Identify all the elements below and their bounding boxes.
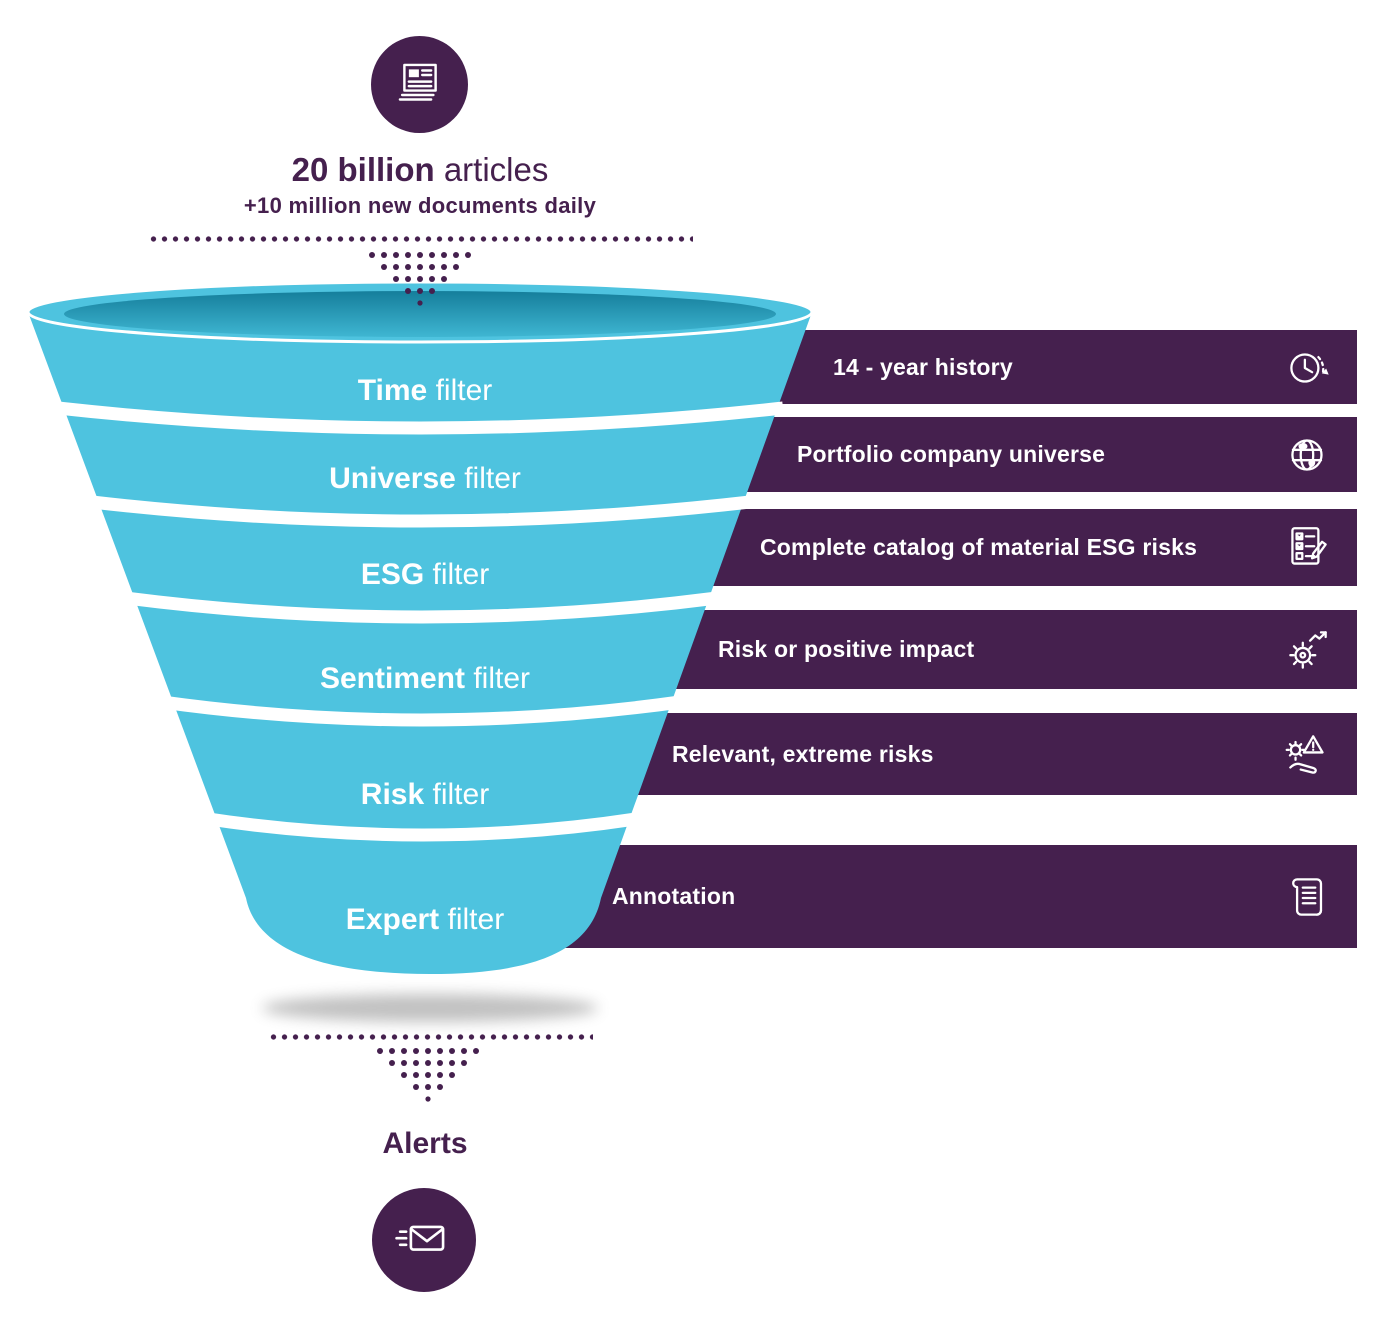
alerts-badge: [372, 1188, 476, 1292]
globe-icon: [1291, 438, 1323, 471]
funnel-stage-time: Time filter: [358, 372, 493, 410]
source-subtitle: +10 million new documents daily: [243, 193, 597, 218]
stage-label-bold: Time: [357, 374, 428, 407]
result-label: Complete catalog of material ESG risks: [760, 534, 1198, 560]
stage-label-rest: filter: [424, 558, 490, 591]
articles-badge: [371, 36, 468, 133]
checklist-pencil-icon: [1291, 526, 1327, 565]
stage-label-bold: Sentiment: [319, 662, 466, 695]
result-label: Relevant, extreme risks: [672, 740, 934, 767]
stage-label-bold: Expert: [345, 903, 440, 936]
stage-label-rest: filter: [465, 662, 531, 695]
source-title: 20 billion articles: [292, 152, 549, 188]
result-label: Risk or positive impact: [718, 636, 975, 662]
source-title-bold: 20 billion: [291, 151, 435, 188]
stage-label-bold: Risk: [360, 778, 425, 811]
dotted-divider-bottom: [268, 1034, 593, 1040]
risk-hand-icon: [1285, 735, 1324, 774]
funnel-stage-universe: Universe filter: [329, 460, 521, 498]
history-clock-icon: [1290, 353, 1329, 383]
funnel-stage-esg: ESG filter: [361, 556, 489, 594]
email-icon: [395, 1225, 445, 1251]
funnel-stage-sentiment: Sentiment filter: [320, 660, 530, 698]
gear-growth-icon: [1289, 630, 1327, 669]
stage-label-rest: filter: [424, 778, 490, 811]
result-bar-time: 14 - year history: [430, 330, 1357, 404]
result-label: Portfolio company universe: [797, 441, 1106, 467]
funnel-stage-expert: Expert filter: [346, 901, 504, 939]
stage-label-rest: filter: [455, 462, 521, 495]
articles-icon: [398, 63, 437, 101]
result-bar-universe: Portfolio company universe: [430, 417, 1357, 492]
result-label: 14 - year history: [833, 353, 1013, 380]
result-bar-risk: Relevant, extreme risks: [420, 713, 1357, 795]
source-title-rest: articles: [434, 151, 549, 188]
dotted-divider-top: [148, 236, 693, 242]
stage-label-bold: Universe: [329, 462, 456, 495]
down-arrow-dots-top: [369, 252, 471, 306]
stage-label-bold: ESG: [360, 558, 425, 591]
result-bar-sentiment: Risk or positive impact: [430, 610, 1357, 689]
result-label: Annotation: [612, 883, 736, 909]
alerts-label: Alerts: [382, 1127, 468, 1160]
stage-label-rest: filter: [427, 374, 493, 407]
annotation-scroll-icon: [1292, 877, 1323, 916]
result-bar-esg: Complete catalog of material ESG risks: [430, 509, 1357, 586]
result-bar-expert: Annotation: [420, 845, 1357, 948]
funnel-stage-risk: Risk filter: [361, 776, 489, 814]
funnel-shadow: [262, 994, 598, 1022]
down-arrow-dots-bottom: [377, 1048, 479, 1102]
stage-label-rest: filter: [439, 903, 505, 936]
